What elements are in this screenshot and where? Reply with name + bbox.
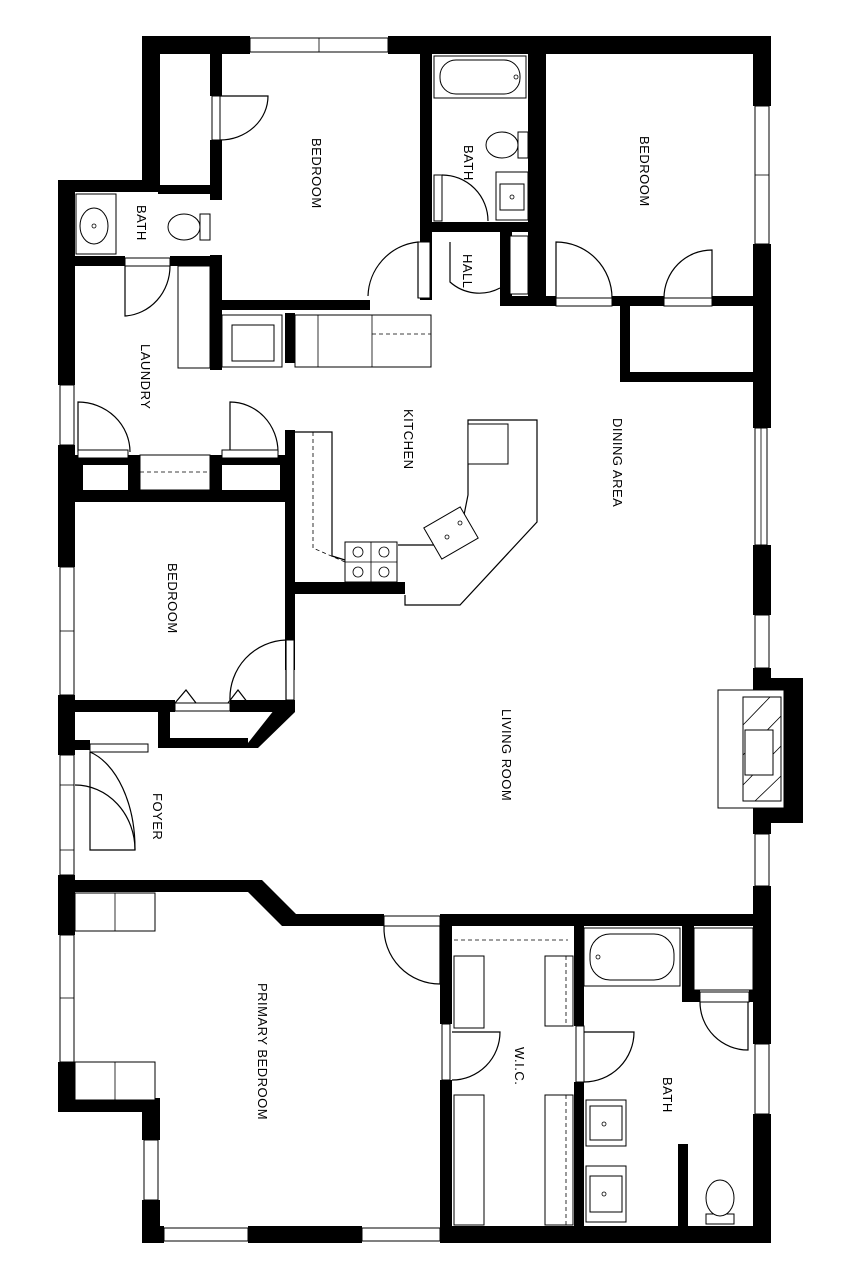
window-icon — [361, 1227, 441, 1242]
window-icon — [143, 1139, 159, 1201]
window-icon — [59, 384, 75, 446]
door-swing-icon — [221, 401, 279, 459]
door-swing-icon — [174, 689, 249, 712]
sink-icon — [585, 1165, 627, 1223]
bathtub-icon — [433, 55, 527, 99]
room-label-bedroom-top-right: BEDROOM — [637, 136, 652, 207]
door-swing-icon — [367, 241, 431, 299]
room-label-hall: HALL — [460, 254, 475, 289]
door-swing-icon — [699, 991, 750, 1051]
window-icon — [59, 754, 75, 876]
door-swing-icon — [555, 241, 613, 307]
door-swing-icon — [575, 1025, 635, 1083]
room-label-kitchen: KITCHEN — [401, 409, 416, 470]
toilet-icon — [485, 131, 529, 159]
room-label-bedroom-middle-left: BEDROOM — [165, 563, 180, 634]
stove-icon — [344, 541, 398, 583]
room-label-primary-bedroom: PRIMARY BEDROOM — [255, 983, 270, 1120]
exterior-walls — [58, 36, 771, 1243]
doors — [74, 95, 750, 1083]
sink-icon — [585, 1099, 627, 1147]
interior-walls — [58, 36, 771, 1243]
door-swing-icon — [124, 257, 171, 317]
bathtub-icon — [583, 927, 681, 987]
window-icon — [754, 833, 770, 887]
window-icon — [59, 934, 75, 1063]
room-label-dining-area: DINING AREA — [610, 418, 625, 507]
door-swing-icon — [433, 174, 489, 222]
door-swing-icon — [74, 743, 149, 851]
room-label-wic: W.I.C. — [512, 1047, 527, 1085]
room-label-bedroom-top-left: BEDROOM — [309, 138, 324, 209]
room-label-foyer: FOYER — [150, 793, 165, 840]
door-swing-icon — [449, 235, 529, 295]
window-icon — [754, 1043, 770, 1115]
windows — [59, 37, 770, 1242]
room-labels: BEDROOM BATH BEDROOM BATH HALL LAUNDRY K… — [134, 136, 675, 1120]
room-label-bath-small-left: BATH — [134, 205, 149, 241]
fireplace-icon — [717, 678, 803, 823]
sink-icon — [75, 193, 117, 255]
room-label-bath-bottom-right: BATH — [660, 1077, 675, 1113]
toilet-icon — [705, 1179, 735, 1225]
door-swing-icon — [211, 95, 269, 141]
room-label-laundry: LAUNDRY — [138, 344, 153, 409]
door-swing-icon — [229, 639, 295, 701]
door-swing-icon — [77, 401, 131, 459]
sink-icon — [423, 506, 479, 560]
window-icon — [163, 1227, 249, 1242]
door-swing-icon — [663, 249, 713, 307]
fixtures — [74, 55, 754, 1226]
door-swing-icon — [383, 915, 441, 985]
room-label-bath-top-center: BATH — [461, 145, 476, 181]
sink-icon — [495, 171, 529, 221]
door-swing-icon — [441, 1023, 501, 1081]
window-icon — [754, 614, 770, 669]
toilet-icon — [167, 213, 211, 241]
room-label-living-room: LIVING ROOM — [499, 709, 514, 801]
